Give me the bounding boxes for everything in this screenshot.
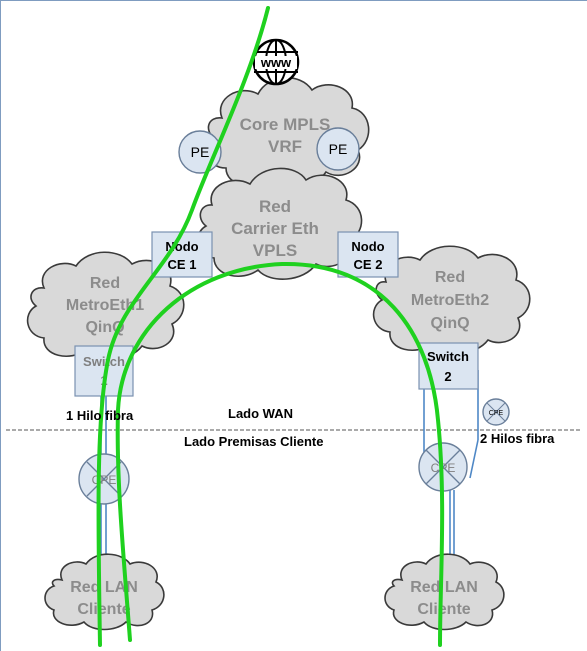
metro1-cloud-line-1: Red — [90, 275, 120, 292]
www-label: www — [260, 55, 292, 70]
node-ce1-box: Nodo CE 1 — [151, 231, 213, 278]
metroeth2-cloud: Red MetroEth2 QinQ — [372, 245, 531, 355]
lan-right-line-2: Cliente — [417, 601, 470, 618]
cpe-left-label: CPE — [92, 473, 117, 487]
metro1-cloud-line-3: QinQ — [85, 319, 124, 336]
carrier-cloud-line-3: VPLS — [253, 241, 297, 260]
internet-path — [96, 6, 270, 647]
lan-cloud-right: Red LAN Cliente — [384, 553, 505, 631]
www-globe-icon: www — [252, 38, 300, 86]
fiber-right-label: 2 Hilos fibra — [480, 431, 555, 446]
carrier-cloud-line-1: Red — [259, 197, 291, 216]
ce1-line-2: CE 1 — [168, 257, 197, 272]
metro2-cloud-line-1: Red — [435, 269, 465, 286]
core-cloud-line-2: VRF — [268, 137, 302, 156]
green-service-paths — [96, 6, 445, 647]
lan-cloud-left: Red LAN Cliente — [44, 553, 165, 631]
lan-left-line-2: Cliente — [77, 601, 130, 618]
lan-right-line-1: Red LAN — [410, 579, 478, 596]
switch1-line-1: Switch — [83, 354, 125, 369]
l2-path-outer — [115, 261, 445, 647]
ce2-line-2: CE 2 — [354, 257, 383, 272]
carrier-eth-cloud: Red Carrier Eth VPLS — [196, 167, 363, 280]
switch2-line-2: 2 — [444, 369, 451, 384]
cpe-router-small: CPE — [482, 398, 510, 426]
fiber-left-label: 1 Hilo fibra — [66, 408, 134, 423]
metro2-cloud-line-2: MetroEth2 — [411, 292, 489, 309]
metro2-cloud-line-3: QinQ — [430, 315, 469, 332]
core-cloud-line-1: Core MPLS — [240, 115, 331, 134]
ce2-line-1: Nodo — [351, 239, 384, 254]
lan-left-line-1: Red LAN — [70, 579, 138, 596]
node-ce2-box: Nodo CE 2 — [337, 231, 399, 278]
cpe-small-label: CPE — [489, 410, 504, 417]
wan-side-label: Lado WAN — [228, 406, 293, 421]
carrier-cloud-line-2: Carrier Eth — [231, 219, 319, 238]
premises-side-label: Lado Premisas Cliente — [184, 434, 323, 449]
pe-router-right: PE — [316, 127, 360, 171]
switch2-line-1: Switch — [427, 349, 469, 364]
metro1-cloud-line-2: MetroEth1 — [66, 297, 144, 314]
pe-left-label: PE — [191, 144, 210, 160]
pe-right-label: PE — [329, 141, 348, 157]
